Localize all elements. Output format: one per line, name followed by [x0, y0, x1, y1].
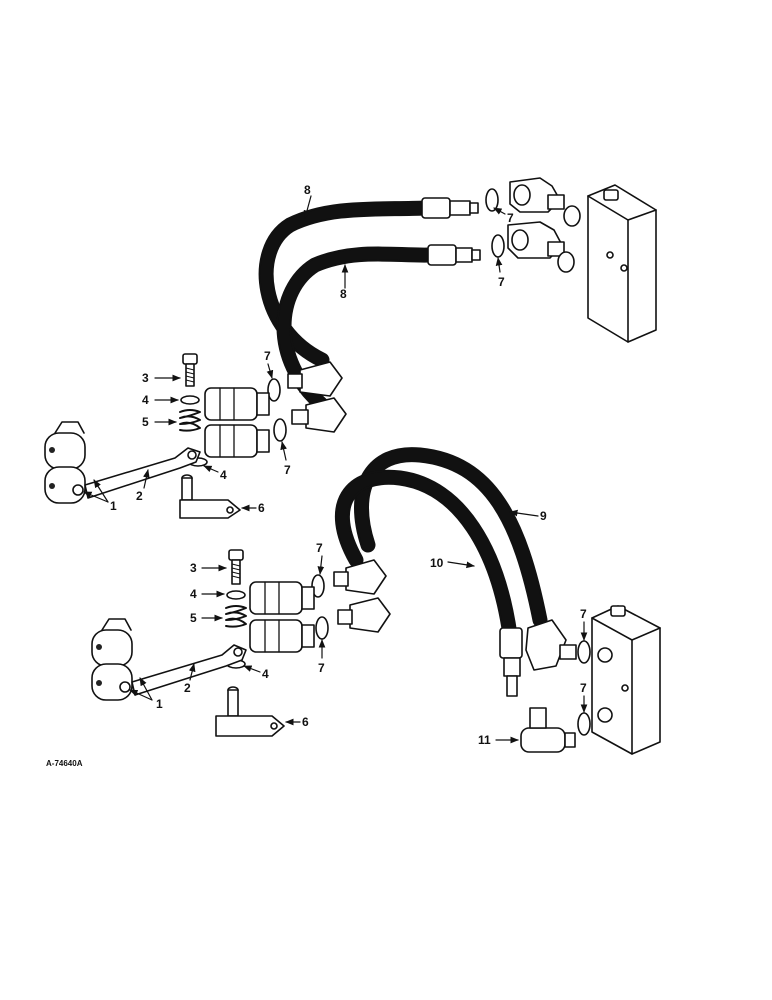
support-bracket-lower [215, 686, 285, 737]
o-ring-block-lower-top [577, 640, 591, 664]
callout-lower-spring: 5 [190, 611, 197, 625]
elbow-fitting-bottom [507, 221, 565, 259]
callout-lower-hose-short: 10 [430, 556, 444, 570]
callout-upper-oring-coupler-bottom: 7 [284, 463, 291, 477]
valve-block-lower [591, 605, 661, 755]
swivel-fitting-upper-top [287, 361, 343, 397]
elbow-fitting-top [509, 177, 565, 213]
callout-upper-bracket: 1 [110, 499, 117, 513]
o-ring-block-lower-bottom [577, 712, 591, 736]
callout-lower-bolt: 3 [190, 561, 197, 575]
callout-upper-bolt: 3 [142, 371, 149, 385]
quick-coupler-upper-bottom [204, 424, 270, 458]
callout-upper-oring-coupler-top: 7 [264, 349, 271, 363]
bolt-lower [228, 549, 244, 585]
lever-upper [84, 447, 201, 499]
hose-end-fitting-10 [499, 627, 523, 697]
o-ring-block-bottom [557, 251, 575, 273]
spring-lower [225, 605, 247, 628]
callout-upper-oring-elbow-bottom: 7 [498, 275, 505, 289]
valve-block-upper [587, 184, 657, 343]
o-ring-lower-top [311, 574, 325, 598]
o-ring-elbow-top [485, 188, 499, 212]
callout-upper-washer-bottom: 4 [220, 468, 227, 482]
swivel-fitting-lower-top [333, 559, 387, 595]
callout-upper-support: 6 [258, 501, 265, 515]
quick-coupler-lower-top [249, 581, 315, 615]
callout-lower-support: 6 [302, 715, 309, 729]
callout-lower-oring-bottom: 7 [318, 661, 325, 675]
callout-lower-oring-block-top: 7 [580, 607, 587, 621]
callout-upper-spring: 5 [142, 415, 149, 429]
hose-9 [354, 447, 548, 628]
o-ring-elbow-bottom [491, 234, 505, 258]
o-ring-coupler-bottom [273, 418, 287, 442]
callout-upper-lever: 2 [136, 489, 143, 503]
quick-coupler-upper-top [204, 387, 270, 421]
support-bracket-upper [179, 474, 241, 519]
callout-upper-hose-bottom: 8 [340, 287, 347, 301]
callout-upper-oring-elbow-top: 7 [507, 211, 514, 225]
figure-id: A-74640A [46, 759, 83, 768]
washer-upper-top [180, 395, 200, 405]
o-ring-lower-bottom [315, 616, 329, 640]
callout-upper-hose-top: 8 [304, 183, 311, 197]
hose-end-fitting-top [421, 197, 479, 219]
bolt-upper [182, 353, 198, 387]
callout-lower-bracket: 1 [156, 697, 163, 711]
swivel-fitting-lower-bottom [337, 597, 391, 633]
hose-10 [334, 469, 518, 643]
callout-lower-washer-top: 4 [190, 587, 197, 601]
bracket-upper [44, 421, 86, 504]
bracket-lower [91, 618, 133, 701]
o-ring-coupler-top [267, 378, 281, 402]
callout-lower-lever: 2 [184, 681, 191, 695]
tee-fitting-11 [520, 707, 576, 753]
spring-upper [179, 409, 201, 432]
washer-lower-top [226, 590, 246, 600]
callout-lower-hose-long: 9 [540, 509, 547, 523]
callout-lower-washer-bottom: 4 [262, 667, 269, 681]
callout-lower-oring-top: 7 [316, 541, 323, 555]
hose-end-fitting-bottom [427, 244, 481, 266]
callout-upper-washer-top: 4 [142, 393, 149, 407]
callout-lower-tee: 11 [478, 733, 491, 747]
swivel-fitting-upper-bottom [291, 397, 347, 433]
o-ring-block-top [563, 205, 581, 227]
hose-end-fitting-9 [525, 619, 577, 671]
quick-coupler-lower-bottom [249, 619, 315, 653]
callout-lower-oring-block-bottom: 7 [580, 681, 587, 695]
hose-8-lower [276, 246, 438, 413]
